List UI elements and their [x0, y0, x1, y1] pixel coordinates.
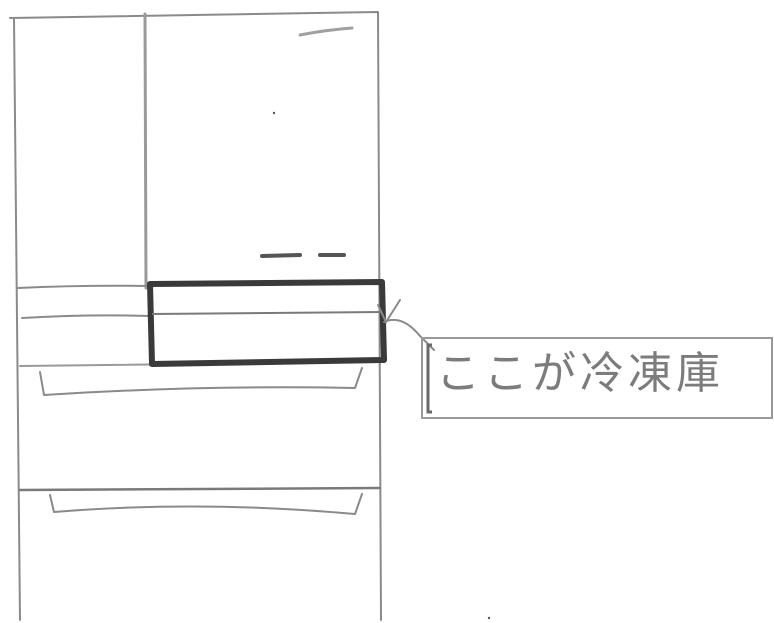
door-handle-mark [298, 26, 354, 37]
bottom-drawer-handle [49, 493, 363, 515]
fridge-outline [9, 11, 382, 621]
freezer-top-dash-left [260, 253, 302, 258]
callout-arrowhead [377, 299, 401, 325]
sketch-dot-bottom [487, 616, 491, 620]
drawer-line-left-top [17, 284, 151, 289]
callout-box-left-bracket [426, 343, 432, 414]
callout-label: ここが冷凍庫 [436, 348, 724, 399]
sketch-dot [272, 111, 276, 115]
door-divider [143, 12, 148, 290]
callout-box [421, 337, 773, 419]
vegetable-drawer-handle [39, 367, 363, 396]
bottom-drawer-top [18, 486, 382, 492]
drawer-line-left-mid [21, 314, 151, 319]
freezer-drawer [147, 279, 387, 367]
